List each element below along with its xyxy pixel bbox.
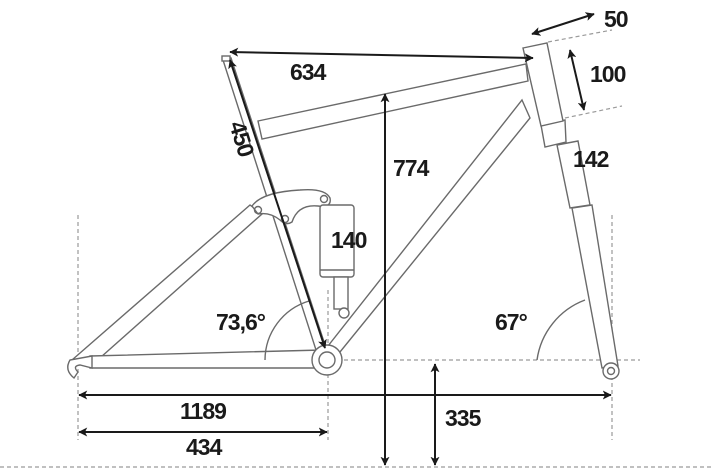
bike-frame (67, 42, 620, 380)
spacers-label: 100 (590, 61, 626, 87)
head-tube (522, 42, 564, 127)
wheelbase-label: 1189 (180, 398, 226, 424)
front-dropout (602, 362, 620, 380)
rear-dropout (67, 355, 93, 380)
stem-guide-top (547, 29, 613, 43)
stack-label: 774 (393, 155, 430, 181)
shock-shaft (333, 276, 349, 310)
bottom-bracket (311, 344, 343, 376)
head-angle-arc (536, 299, 586, 361)
dimension-arrows (78, 12, 612, 466)
head-tube-label: 142 (573, 146, 609, 172)
seatstay (70, 204, 264, 366)
head-angle-label: 67° (495, 309, 528, 335)
chainstay-label: 434 (186, 434, 223, 460)
chainstay (89, 349, 323, 369)
stem-guide-bottom (564, 105, 623, 119)
seat-tube-arrow (228, 59, 327, 349)
seatpost-top (221, 55, 231, 62)
rocker-link (251, 188, 331, 225)
fork-upper (556, 140, 591, 209)
spacers-arrow (567, 49, 587, 111)
top-tube-label: 634 (290, 59, 327, 85)
shock-mount (338, 307, 350, 319)
shock-travel-label: 140 (331, 227, 367, 253)
seat-angle-label: 73,6° (216, 309, 266, 335)
top-tube-arrow (229, 47, 534, 63)
bb-height-label: 335 (445, 405, 482, 431)
dimension-labels: 634 450 774 50 100 142 140 73,6° 67° 118… (180, 6, 629, 460)
stem-arrow (531, 12, 595, 36)
stem-label: 50 (604, 6, 628, 32)
fork-lower (571, 204, 619, 369)
seat-tube-label: 450 (224, 118, 259, 160)
